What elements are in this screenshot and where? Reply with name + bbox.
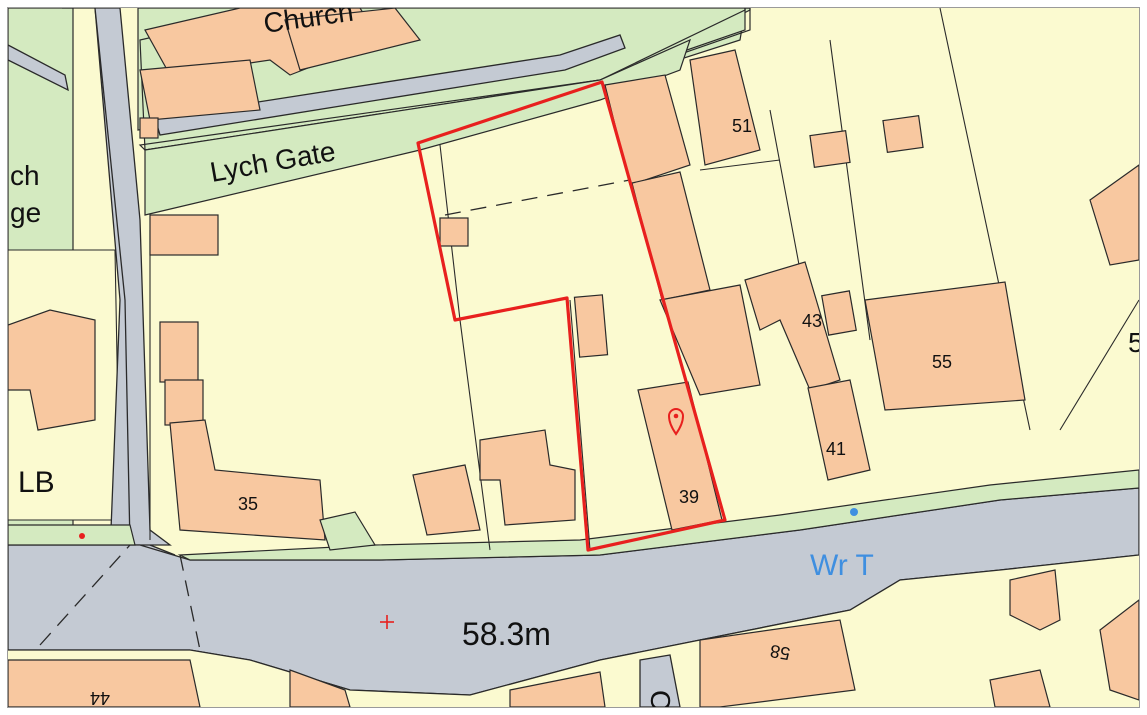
- building-far-right: [1089, 164, 1139, 266]
- house-number-55: 55: [932, 352, 952, 372]
- building-51: [689, 49, 761, 166]
- building-nw: [139, 59, 261, 121]
- building-44: [8, 659, 201, 707]
- building-se-a: [1009, 569, 1061, 631]
- lych-gate-path: [144, 38, 691, 216]
- label-spot-height: 58.3m: [462, 616, 551, 652]
- building-outhouse-b: [882, 114, 924, 154]
- label-close-partial: Cl: [645, 690, 676, 707]
- close-road: [639, 654, 681, 707]
- label-right-partial: 5: [1128, 327, 1139, 358]
- building-tiny: [139, 117, 159, 139]
- vertical-road-inner: [94, 8, 172, 546]
- location-pin-icon: [667, 408, 685, 436]
- building-west-b: [159, 321, 199, 383]
- house-number-41: 41: [826, 439, 846, 459]
- label-lb: LB: [18, 466, 55, 499]
- dashed-junction: [39, 544, 201, 651]
- building-west-a: [8, 309, 96, 431]
- south-road-edge: [8, 554, 1139, 696]
- building-55: [864, 281, 1026, 411]
- house-number-35: 35: [238, 494, 258, 514]
- building-shed: [573, 294, 609, 358]
- house-number-51: 51: [732, 116, 752, 136]
- building-cross: [479, 429, 576, 526]
- building-mid-b: [659, 284, 761, 396]
- building-plot-shed: [439, 217, 469, 247]
- left-footpath: [8, 44, 69, 92]
- church-footpath: [154, 34, 626, 136]
- red-dot-icon: [79, 533, 85, 539]
- building-church: [284, 8, 422, 71]
- building-46: [289, 669, 351, 707]
- house-number-58: 58: [769, 641, 792, 664]
- site-boundary: [416, 80, 727, 552]
- building-se-c: [989, 669, 1051, 707]
- building-se-b: [1099, 599, 1139, 701]
- building-small-sq: [412, 464, 481, 536]
- south-land: [8, 555, 1139, 707]
- building-34: [509, 671, 606, 707]
- house-number-39: 39: [679, 487, 699, 507]
- map-canvas: Church Lych Gate ch ge LB 58.3m Wr T 5 C…: [8, 8, 1139, 707]
- building-west-small: [149, 214, 219, 256]
- water-tap-dot-icon: [850, 508, 858, 516]
- verge-notch: [319, 511, 377, 551]
- label-left-partial-2: ge: [10, 197, 41, 228]
- building-west-c: [164, 379, 204, 426]
- street-verge: [177, 469, 1139, 561]
- spot-height-cross-icon: [380, 615, 394, 629]
- label-water-tap: Wr T: [810, 549, 874, 582]
- building-35: [169, 419, 326, 541]
- building-outhouse-a: [809, 129, 851, 169]
- building-41: [807, 379, 871, 481]
- dashed-boundary: [444, 179, 631, 216]
- building-58: [699, 619, 856, 707]
- house-number-44: 44: [90, 688, 110, 707]
- building-43-annex: [821, 290, 857, 336]
- house-number-43: 43: [802, 311, 822, 331]
- label-left-partial-1: ch: [10, 160, 40, 191]
- left-verge: [8, 524, 136, 546]
